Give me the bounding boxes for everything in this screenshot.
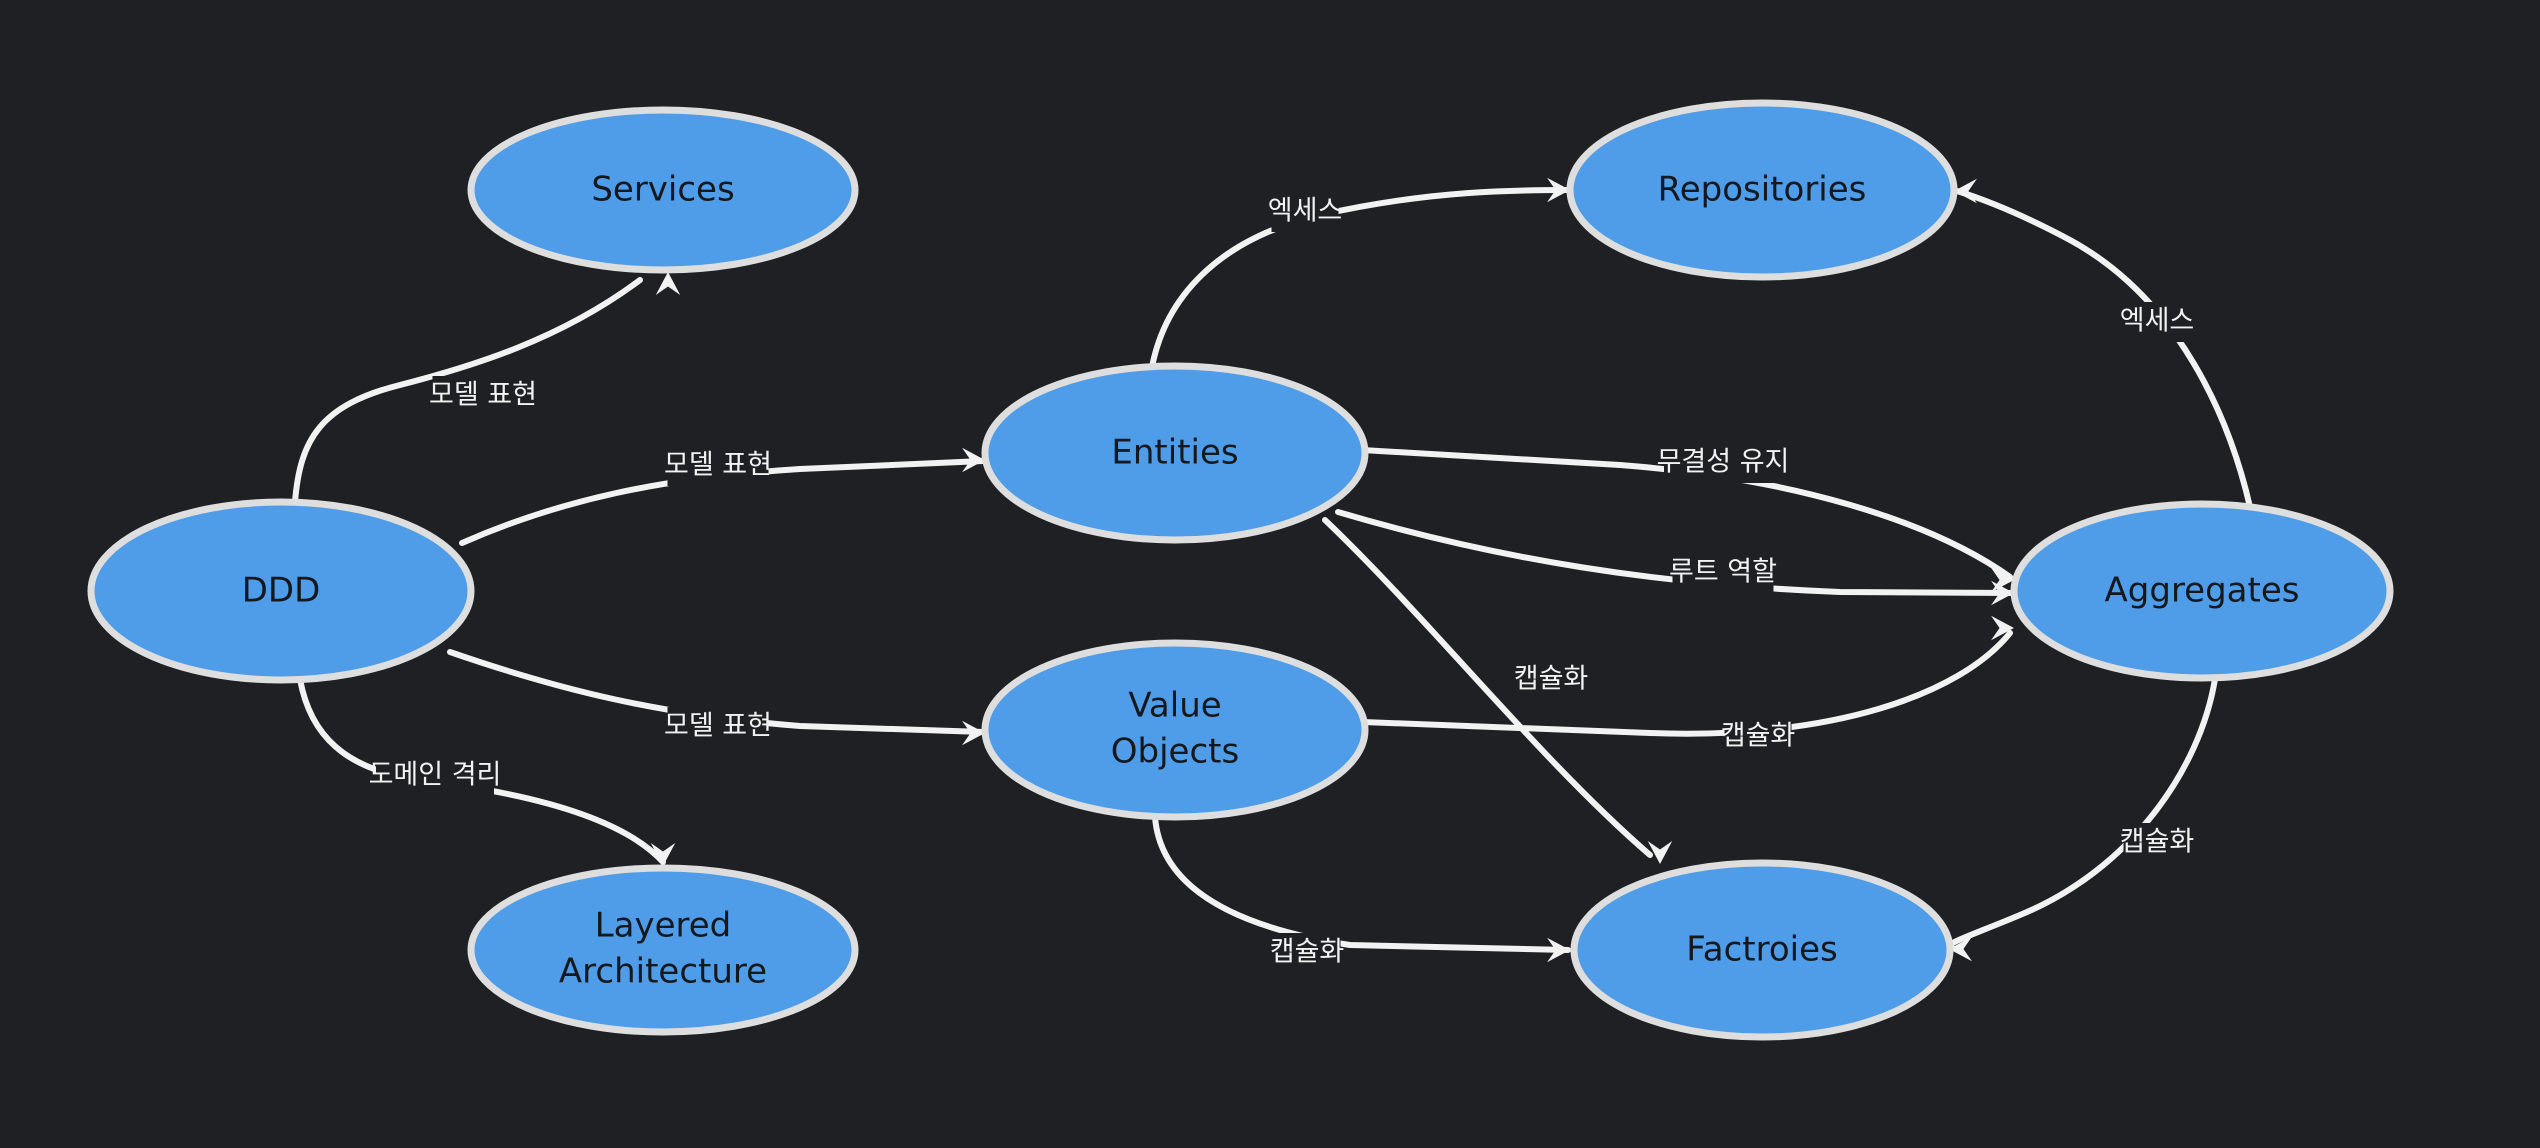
edge-line <box>1360 630 2013 737</box>
edge-label-backdrop <box>1273 933 1341 973</box>
node-shape-ellipse <box>2010 500 2394 682</box>
node-shape-ellipse <box>1566 99 1958 281</box>
node-shape-ellipse <box>467 864 859 1036</box>
edge-label-backdrop <box>432 376 534 416</box>
edge-arrowhead-icon <box>1954 178 1977 204</box>
edge-entities-to-repos[interactable] <box>1149 177 1571 370</box>
edge-label-backdrop <box>376 756 494 796</box>
edge-label-group: 캡슐화 <box>1514 660 1588 700</box>
edge-entities-to-factories[interactable] <box>1322 517 1673 864</box>
edge-label-backdrop <box>2123 823 2191 863</box>
node-ddd[interactable]: DDD <box>87 498 475 684</box>
edge-label-backdrop <box>1271 192 1339 232</box>
edge-label-backdrop <box>1517 660 1585 700</box>
node-aggregates[interactable]: Aggregates <box>2010 500 2394 682</box>
edge-arrowhead-icon <box>655 272 681 295</box>
edge-arrowhead-icon <box>1949 936 1972 962</box>
edge-arrowhead-icon <box>650 843 676 866</box>
edge-arrowhead-icon <box>1991 580 2014 606</box>
edge-ddd-to-services[interactable] <box>292 272 681 505</box>
edge-line <box>1152 814 1571 953</box>
node-shape-ellipse <box>467 106 859 274</box>
edge-label-group: 엑세스 <box>1268 192 1342 232</box>
edge-aggregates-to-factories[interactable] <box>1946 676 2218 962</box>
edge-line <box>1954 188 2253 510</box>
edge-label-backdrop <box>2123 302 2191 342</box>
edge-label-group: 모델 표현 <box>429 376 537 416</box>
node-repos[interactable]: Repositories <box>1566 99 1958 281</box>
edge-arrowhead-icon <box>1547 177 1570 203</box>
edge-label-group: 캡슐화 <box>1270 933 1344 973</box>
edge-label-group: 루트 역할 <box>1669 553 1777 593</box>
edge-line <box>1335 509 2015 596</box>
node-entities[interactable]: Entities <box>981 362 1369 544</box>
edge-label-group: 모델 표현 <box>664 707 772 747</box>
node-shape-ellipse <box>87 498 475 684</box>
node-services[interactable]: Services <box>467 106 859 274</box>
edge-line <box>1946 676 2218 951</box>
edge-label-backdrop <box>667 707 769 747</box>
edge-label-backdrop <box>1724 717 1792 757</box>
edge-arrowhead-icon <box>962 447 985 473</box>
edge-valueobj-to-aggregates[interactable] <box>1360 615 2014 737</box>
node-shape-ellipse <box>1570 859 1954 1041</box>
edge-arrowhead-icon <box>1647 841 1673 864</box>
edge-entities-to-aggregates[interactable] <box>1335 509 2015 606</box>
node-shape-ellipse <box>981 639 1369 821</box>
edge-aggregates-to-repos[interactable] <box>1954 178 2253 510</box>
edge-label-group: 모델 표현 <box>664 446 772 486</box>
edge-arrowhead-icon <box>962 720 985 746</box>
node-shape-ellipse <box>981 362 1369 544</box>
edge-valueobj-to-factories[interactable] <box>1152 814 1571 963</box>
edges-layer <box>292 177 2253 963</box>
edge-label-group: 엑세스 <box>2120 302 2194 342</box>
edge-line <box>292 277 643 505</box>
edge-label-group: 도메인 격리 <box>369 756 501 796</box>
edge-arrowhead-icon <box>1991 615 2014 641</box>
edge-label-backdrop <box>1672 553 1774 593</box>
edge-arrowhead-icon <box>1547 937 1570 963</box>
node-factories[interactable]: Factroies <box>1570 859 1954 1041</box>
edge-label-backdrop <box>1664 443 1782 483</box>
edge-line <box>1322 517 1653 858</box>
edge-label-group: 캡슐화 <box>1721 717 1795 757</box>
edge-line <box>1149 187 1571 370</box>
edge-label-backdrop <box>667 446 769 486</box>
edge-label-group: 무결성 유지 <box>1657 443 1789 483</box>
edge-label-group: 캡슐화 <box>2120 823 2194 863</box>
